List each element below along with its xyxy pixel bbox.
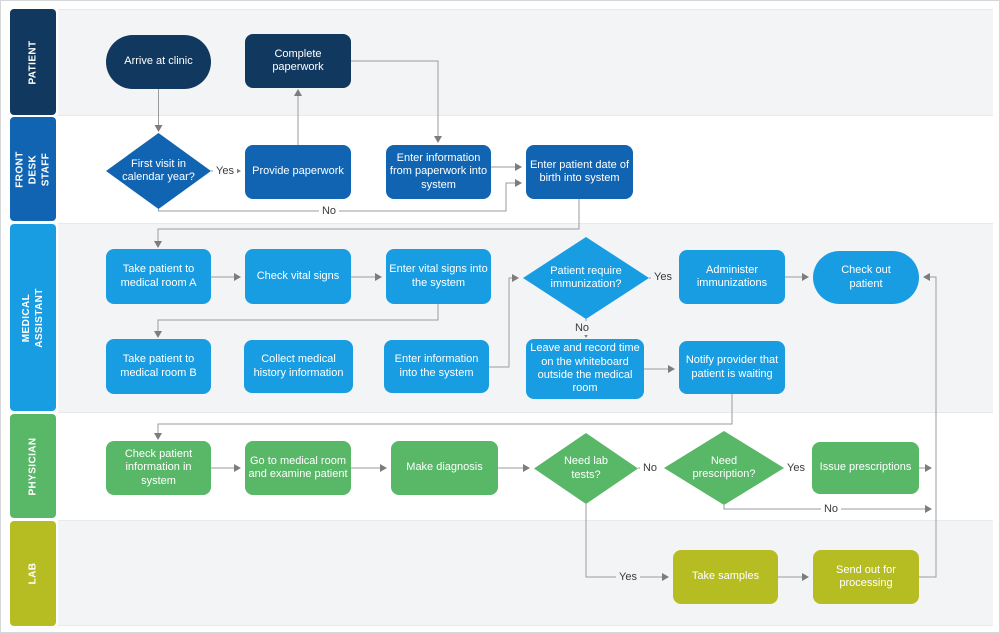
edge-label-yes: Yes [784,461,808,475]
lane-label-text: PATIENT [27,39,39,85]
node-enter-information-into-system: Enter information into the system [384,340,489,393]
node-send-out-for-processing: Send out for processing [813,550,919,604]
edge-label-no: No [639,461,661,475]
lane-label-patient: PATIENT [10,9,56,115]
lane-label-text: FRONT DESK STAFF [14,150,52,188]
node-enter-patient-date-of-birth: Enter patient date of birth into system [526,145,633,199]
node-make-diagnosis: Make diagnosis [391,441,498,495]
node-complete-paperwork: Complete paperwork [245,34,351,88]
node-check-patient-information: Check patient information in system [106,441,211,495]
node-take-patient-room-b: Take patient to medical room B [106,339,211,394]
lane-label-text: LAB [27,562,39,585]
edge-label-yes: Yes [616,570,640,584]
node-administer-immunizations: Administer immunizations [679,250,785,304]
lane-label-text: PHYSICIAN [27,436,39,496]
lane-label-lab: LAB [10,521,56,626]
lane-label-medical-assistant: MEDICAL ASSISTANT [10,224,56,411]
node-go-to-medical-room: Go to medical room and examine patient [245,441,351,495]
edge-label-yes: Yes [651,270,675,284]
node-collect-medical-history: Collect medical history information [244,340,353,393]
node-check-out-patient: Check out patient [813,251,919,304]
node-enter-information-from-paperwork: Enter information from paperwork into sy… [386,145,491,199]
node-issue-prescriptions: Issue prescriptions [812,442,919,494]
node-take-samples: Take samples [673,550,778,604]
lane-row-patient [58,9,993,116]
lane-label-text: MEDICAL ASSISTANT [21,287,45,348]
lane-label-front-desk-staff: FRONT DESK STAFF [10,117,56,221]
node-leave-and-record-time: Leave and record time on the whiteboard … [526,339,644,399]
edge-label-no: No [571,321,593,335]
node-notify-provider: Notify provider that patient is waiting [679,341,785,394]
node-provide-paperwork: Provide paperwork [245,145,351,199]
node-enter-vital-signs: Enter vital signs into the system [386,249,491,304]
node-check-vital-signs: Check vital signs [245,249,351,304]
node-take-patient-room-a: Take patient to medical room A [106,249,211,304]
node-arrive-at-clinic: Arrive at clinic [106,35,211,89]
edge-label-no: No [318,204,340,218]
lane-label-physician: PHYSICIAN [10,414,56,518]
edge-label-yes: Yes [213,164,237,178]
edge-label-no: No [820,502,842,516]
